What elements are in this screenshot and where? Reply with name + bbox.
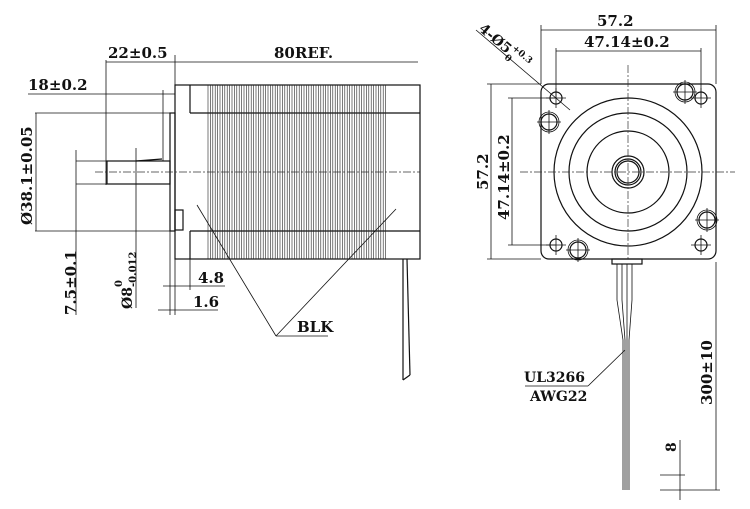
hole-tol-upper: +0.3: [510, 44, 534, 67]
screw-hole: [673, 80, 697, 104]
hole-spec-dim: 4-Ø5: [475, 21, 514, 57]
body-length-dim: 80REF.: [274, 44, 333, 62]
front-view: 57.2 47.14±0.2 57.2 47.14±0.2 4-Ø5 +0.3 …: [474, 12, 735, 500]
strip-length-dim: 8: [664, 442, 680, 452]
dim-4-8: 4.8: [198, 269, 224, 287]
shaft: [106, 160, 171, 185]
side-view: 22±0.5 80REF. 18±0.2 Ø38.1±0.05 7.5±0.1 …: [18, 44, 421, 381]
flat-height-dim: 7.5±0.1: [62, 250, 80, 315]
lead-length-dim: 300±10: [698, 340, 716, 405]
lead-wire: [621, 264, 626, 490]
screw-hole: [537, 110, 561, 134]
width-dim: 57.2: [597, 12, 634, 30]
dim-1-6: 1.6: [193, 293, 219, 311]
wire-gauge-label: AWG22: [529, 389, 587, 405]
height-dim: 57.2: [474, 153, 492, 190]
mounting-hole: [691, 235, 711, 255]
screw-hole: [695, 208, 719, 232]
blk-label: BLK: [297, 318, 334, 336]
screw-hole: [566, 238, 590, 262]
lead-wire: [628, 264, 633, 490]
lead-wire: [616, 264, 624, 490]
shaft-diameter-dim: Ø8: [120, 287, 136, 309]
shaft-length-dim: 22±0.5: [108, 44, 168, 62]
hole-spacing-v-dim: 47.14±0.2: [495, 134, 513, 220]
flat-length-dim: 18±0.2: [28, 76, 88, 94]
shaft-tol-lower: -0.012: [128, 251, 139, 287]
pilot-diameter-dim: Ø38.1±0.05: [18, 126, 36, 225]
hole-spacing-h-dim: 47.14±0.2: [584, 33, 670, 51]
hole-tol-lower: 0: [502, 53, 513, 65]
wire-type-label: UL3266: [524, 370, 585, 386]
shaft-tol-upper: 0: [114, 280, 125, 287]
flange-square: [540, 83, 717, 260]
